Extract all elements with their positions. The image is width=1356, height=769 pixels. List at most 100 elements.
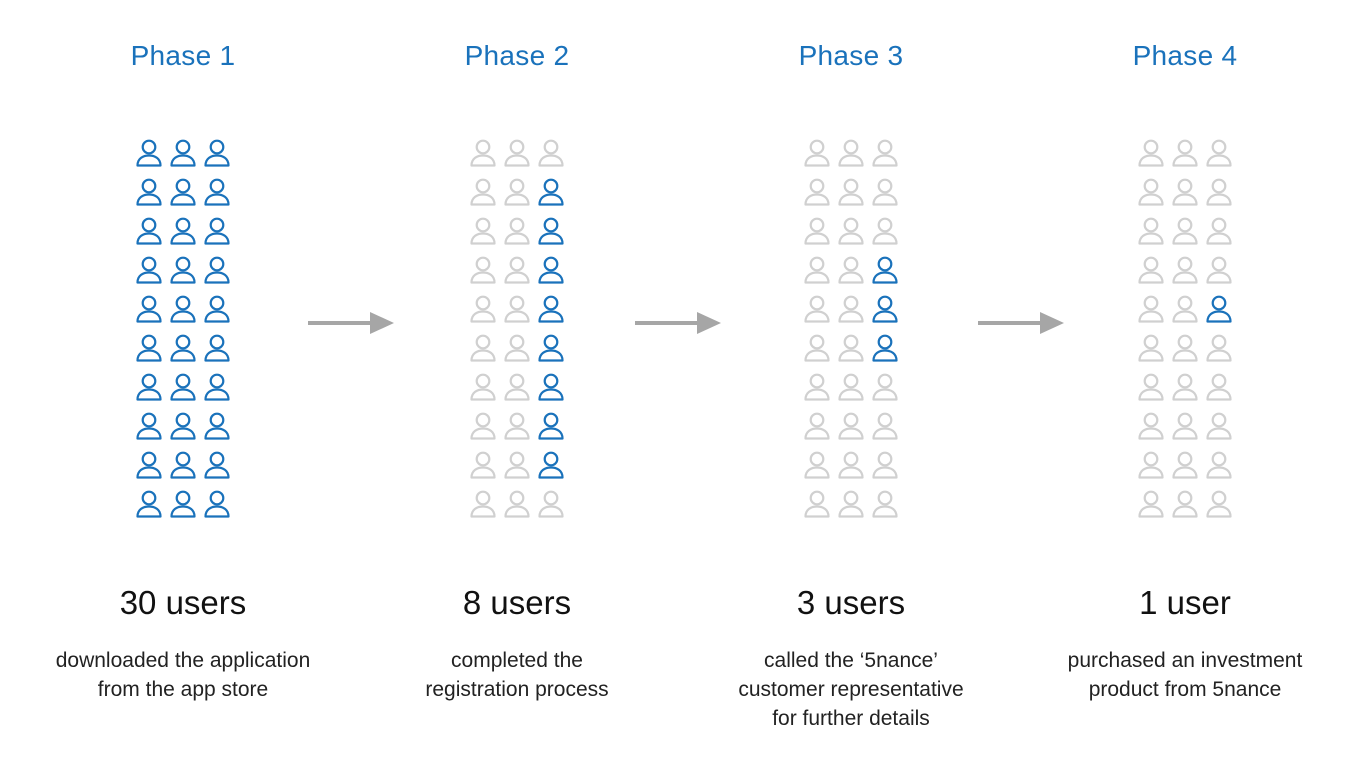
user-icon <box>500 138 534 177</box>
phase-column-3: Phase 3 3 users called the ‘5nance’ cust… <box>681 0 1021 769</box>
user-icon <box>1134 255 1168 294</box>
user-icon <box>1134 411 1168 450</box>
user-icon <box>1168 138 1202 177</box>
user-icon <box>500 177 534 216</box>
user-icon <box>534 489 568 528</box>
user-icon <box>1168 255 1202 294</box>
user-icon-highlighted <box>166 411 200 450</box>
user-icon <box>1168 177 1202 216</box>
description-line: completed the <box>451 649 583 672</box>
user-count: 3 users <box>796 584 906 621</box>
user-icon <box>466 216 500 255</box>
user-icon <box>800 411 834 450</box>
user-icon <box>1134 177 1168 216</box>
user-icon <box>834 177 868 216</box>
user-icon <box>1202 216 1236 255</box>
user-icon <box>1202 489 1236 528</box>
user-icon <box>1168 294 1202 333</box>
user-icon <box>800 294 834 333</box>
user-icon <box>500 216 534 255</box>
user-icon <box>834 450 868 489</box>
description-line: downloaded the application <box>55 649 311 672</box>
phase-title: Phase 4 <box>1132 40 1238 71</box>
user-icon <box>1202 411 1236 450</box>
user-icon-highlighted <box>200 372 234 411</box>
user-icon-highlighted <box>1202 294 1236 333</box>
user-icon-highlighted <box>534 333 568 372</box>
user-icon <box>800 372 834 411</box>
user-icon-highlighted <box>200 333 234 372</box>
description-line: purchased an investment <box>1067 649 1303 672</box>
user-icon <box>1168 216 1202 255</box>
user-icon-highlighted <box>166 138 200 177</box>
user-icon <box>1202 333 1236 372</box>
user-icon <box>534 138 568 177</box>
description-line: from the app store <box>97 678 269 701</box>
user-icon <box>1134 489 1168 528</box>
arrow-right-icon <box>633 308 723 338</box>
description-line: product from 5nance <box>1088 678 1282 701</box>
user-icon <box>1168 450 1202 489</box>
user-icon <box>800 177 834 216</box>
user-icon-highlighted <box>534 411 568 450</box>
user-icon <box>834 333 868 372</box>
user-icon <box>466 411 500 450</box>
user-icon-highlighted <box>200 138 234 177</box>
user-icon-highlighted <box>166 177 200 216</box>
phase-description: downloaded the application from the app … <box>13 646 353 704</box>
user-icon <box>1134 450 1168 489</box>
user-icon-grid <box>466 138 568 528</box>
description-line: for further details <box>772 707 930 730</box>
user-icon <box>834 138 868 177</box>
user-icon <box>466 177 500 216</box>
user-icon-grid <box>132 138 234 528</box>
user-icon <box>466 294 500 333</box>
user-count: 8 users <box>462 584 572 621</box>
user-icon <box>800 333 834 372</box>
arrow-right-icon <box>976 308 1066 338</box>
user-icon <box>800 138 834 177</box>
user-icon <box>868 450 902 489</box>
user-icon <box>834 489 868 528</box>
user-icon-highlighted <box>534 372 568 411</box>
user-icon-highlighted <box>166 255 200 294</box>
user-icon <box>868 372 902 411</box>
user-icon <box>868 177 902 216</box>
user-icon <box>868 216 902 255</box>
user-icon <box>1168 333 1202 372</box>
user-icon-highlighted <box>132 294 166 333</box>
user-icon <box>466 138 500 177</box>
user-icon <box>800 489 834 528</box>
user-icon-highlighted <box>534 216 568 255</box>
user-icon-highlighted <box>166 489 200 528</box>
user-icon <box>466 489 500 528</box>
user-icon <box>834 216 868 255</box>
user-icon <box>500 294 534 333</box>
phase-description: completed the registration process <box>347 646 687 704</box>
phase-description: purchased an investment product from 5na… <box>1015 646 1355 704</box>
user-icon-highlighted <box>200 450 234 489</box>
user-icon <box>1202 255 1236 294</box>
user-count: 1 user <box>1139 584 1231 621</box>
user-icon-grid <box>800 138 902 528</box>
user-icon <box>466 450 500 489</box>
user-icon <box>868 489 902 528</box>
arrow-right-icon <box>306 308 396 338</box>
phase-title: Phase 2 <box>464 40 570 71</box>
user-icon <box>868 411 902 450</box>
user-icon <box>466 333 500 372</box>
user-icon-highlighted <box>868 294 902 333</box>
user-icon-highlighted <box>534 177 568 216</box>
user-icon-highlighted <box>200 255 234 294</box>
phase-title: Phase 3 <box>798 40 904 71</box>
user-icon <box>1134 372 1168 411</box>
user-icon-highlighted <box>132 450 166 489</box>
description-line: called the ‘5nance’ <box>764 649 938 672</box>
user-icon-highlighted <box>132 333 166 372</box>
user-icon <box>500 333 534 372</box>
user-icon <box>1202 450 1236 489</box>
user-icon <box>1202 372 1236 411</box>
user-icon-highlighted <box>534 255 568 294</box>
user-icon <box>1202 177 1236 216</box>
user-icon <box>500 255 534 294</box>
